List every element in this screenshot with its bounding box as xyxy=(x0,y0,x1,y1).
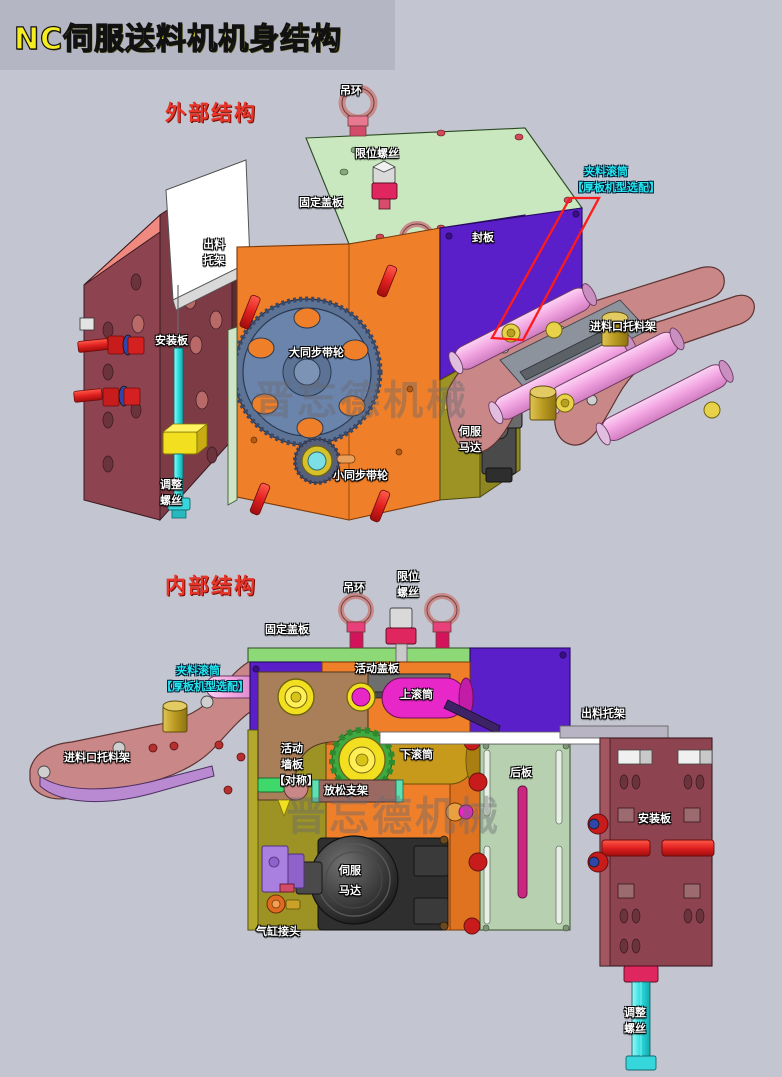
label-servo-motor-internal-1: 伺服 xyxy=(339,864,361,877)
label-back-plate-internal: 后板 xyxy=(510,766,532,779)
small-synchronous-pulley xyxy=(293,437,356,485)
label-discharge-rack-internal: 出料托架 xyxy=(581,707,625,720)
clamp-roller-highlight-external xyxy=(490,196,601,342)
adjust-screw-internal xyxy=(623,965,659,1071)
section-heading-external: 外部结构 xyxy=(165,101,257,125)
adjust-screw-external xyxy=(161,285,209,519)
gold-bushings-external xyxy=(529,311,629,421)
lifting-ring-internal-right xyxy=(424,593,460,649)
label-limit-screw-internal-2: 螺丝 xyxy=(397,586,419,599)
label-cylinder-joint-internal: 气缸接头 xyxy=(256,925,300,938)
discharge-tray-external xyxy=(165,159,253,311)
cylinder-joint-internal xyxy=(261,845,305,914)
label-movable-cover-internal: 活动盖板 xyxy=(355,662,399,675)
label-servo-motor-internal-2: 马达 xyxy=(339,884,361,897)
label-movable-wall-internal-3: 【对称】 xyxy=(274,774,318,787)
label-feed-rack-internal: 进料口托料架 xyxy=(64,751,130,764)
label-clamp-roller-option-internal: 【厚板机型选配】 xyxy=(161,680,249,693)
servo-motor-internal xyxy=(283,835,449,931)
label-release-bracket-internal: 放松支架 xyxy=(324,784,368,797)
label-feed-rack-external: 进料口托料架 xyxy=(590,320,656,333)
label-large-pulley-external: 大同步带轮 xyxy=(289,346,344,359)
label-lifting-ring-internal: 吊环 xyxy=(343,581,365,594)
label-mount-plate-internal: 安装板 xyxy=(638,812,671,825)
label-movable-wall-internal-1: 活动 xyxy=(281,742,303,755)
section-heading-internal: 内部结构 xyxy=(165,574,257,598)
label-clamp-roller-internal: 夹料滚筒 xyxy=(176,664,220,677)
label-small-pulley-external: 小同步带轮 xyxy=(333,469,388,482)
label-limit-screw-external: 限位螺丝 xyxy=(355,147,399,160)
external-assembly xyxy=(73,84,755,523)
label-movable-wall-internal-2: 墙板 xyxy=(281,758,303,771)
page-title: NC伺服送料机机身结构 xyxy=(13,21,343,57)
label-adjust-screw-internal-2: 螺丝 xyxy=(624,1022,646,1035)
yellow-wedge-internal xyxy=(277,799,291,818)
title-band xyxy=(0,0,395,70)
internal-assembly xyxy=(29,593,715,1071)
label-upper-roller-internal: 上滚筒 xyxy=(400,688,433,701)
label-adjust-screw-external-1: 调整 xyxy=(160,478,182,491)
left-wall-external xyxy=(227,326,238,506)
label-mount-plate-external: 安装板 xyxy=(155,334,188,347)
release-bracket-internal xyxy=(311,779,404,803)
label-lower-roller-internal: 下滚筒 xyxy=(400,748,433,761)
discharge-tray-internal xyxy=(379,725,669,745)
green-block-internal xyxy=(257,777,285,793)
feed-rack-internal xyxy=(29,653,269,802)
label-seal-plate-external: 封板 xyxy=(472,231,494,244)
label-clamp-roller-external: 夹料滚筒 xyxy=(584,165,628,178)
label-discharge-rack-external-2: 托架 xyxy=(203,254,225,267)
label-limit-screw-internal-1: 限位 xyxy=(397,570,419,583)
purple-panel-right-internal xyxy=(469,647,571,745)
label-lifting-ring-external: 吊环 xyxy=(340,84,362,97)
lifting-ring-external-top xyxy=(338,84,378,137)
fixed-cover-plate-internal xyxy=(247,647,473,663)
back-plate-internal xyxy=(479,742,571,932)
label-adjust-screw-external-2: 螺丝 xyxy=(160,494,182,507)
label-adjust-screw-internal-1: 调整 xyxy=(624,1006,646,1019)
feed-rollers-external xyxy=(448,283,734,446)
label-servo-motor-external-2: 马达 xyxy=(459,441,481,454)
label-discharge-rack-external-1: 出料 xyxy=(203,238,225,251)
limit-screw-external xyxy=(371,160,398,210)
label-servo-motor-external-1: 伺服 xyxy=(459,425,481,438)
label-fixed-cover-external: 固定盖板 xyxy=(299,196,343,209)
large-synchronous-pulley xyxy=(231,296,383,448)
mounting-plate-internal xyxy=(587,737,715,967)
label-clamp-roller-option-external: 【厚板机型选配】 xyxy=(572,181,660,194)
label-fixed-cover-internal: 固定盖板 xyxy=(265,623,309,636)
lifting-ring-internal-left xyxy=(338,593,374,649)
body-front-orange-external xyxy=(231,227,441,523)
